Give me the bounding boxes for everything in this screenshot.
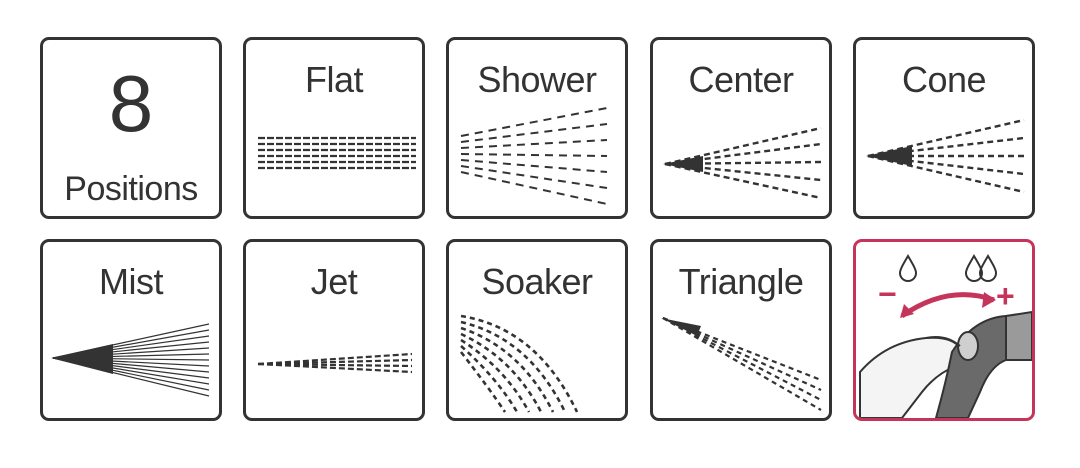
center-label: Center — [688, 59, 794, 100]
flow-control-dial-icon — [859, 254, 1032, 418]
mist-tile: Mist — [40, 239, 222, 421]
flow-control-tile: − + — [853, 239, 1035, 421]
soaker-tile: Soaker — [446, 239, 628, 421]
positions-tile: 8 Positions — [40, 37, 222, 219]
mist-label: Mist — [99, 261, 164, 302]
positions-label: Positions — [64, 170, 198, 208]
center-spray-icon — [663, 126, 822, 200]
triangle-spray-icon — [661, 316, 822, 411]
triangle-tile: Triangle — [650, 239, 832, 421]
center-tile: Center — [650, 37, 832, 219]
jet-spray-icon — [257, 352, 413, 374]
triangle-label: Triangle — [678, 261, 804, 302]
jet-tile: Jet — [243, 239, 425, 421]
cone-spray-icon — [866, 118, 1025, 194]
soaker-spray-icon — [459, 314, 579, 413]
jet-label: Jet — [310, 261, 358, 302]
flat-tile: Flat — [243, 37, 425, 219]
cone-label: Cone — [901, 59, 987, 100]
flow-decrease-sign: − — [878, 276, 897, 312]
flow-increase-sign: + — [996, 278, 1015, 314]
cone-tile: Cone — [853, 37, 1035, 219]
flat-spray-icon — [258, 136, 416, 170]
shower-tile: Shower — [446, 37, 628, 219]
soaker-label: Soaker — [481, 261, 593, 302]
shower-label: Shower — [477, 59, 597, 100]
mist-spray-icon — [51, 323, 210, 397]
flat-label: Flat — [304, 59, 364, 100]
shower-spray-icon — [460, 107, 608, 205]
positions-count: 8 — [108, 59, 154, 148]
